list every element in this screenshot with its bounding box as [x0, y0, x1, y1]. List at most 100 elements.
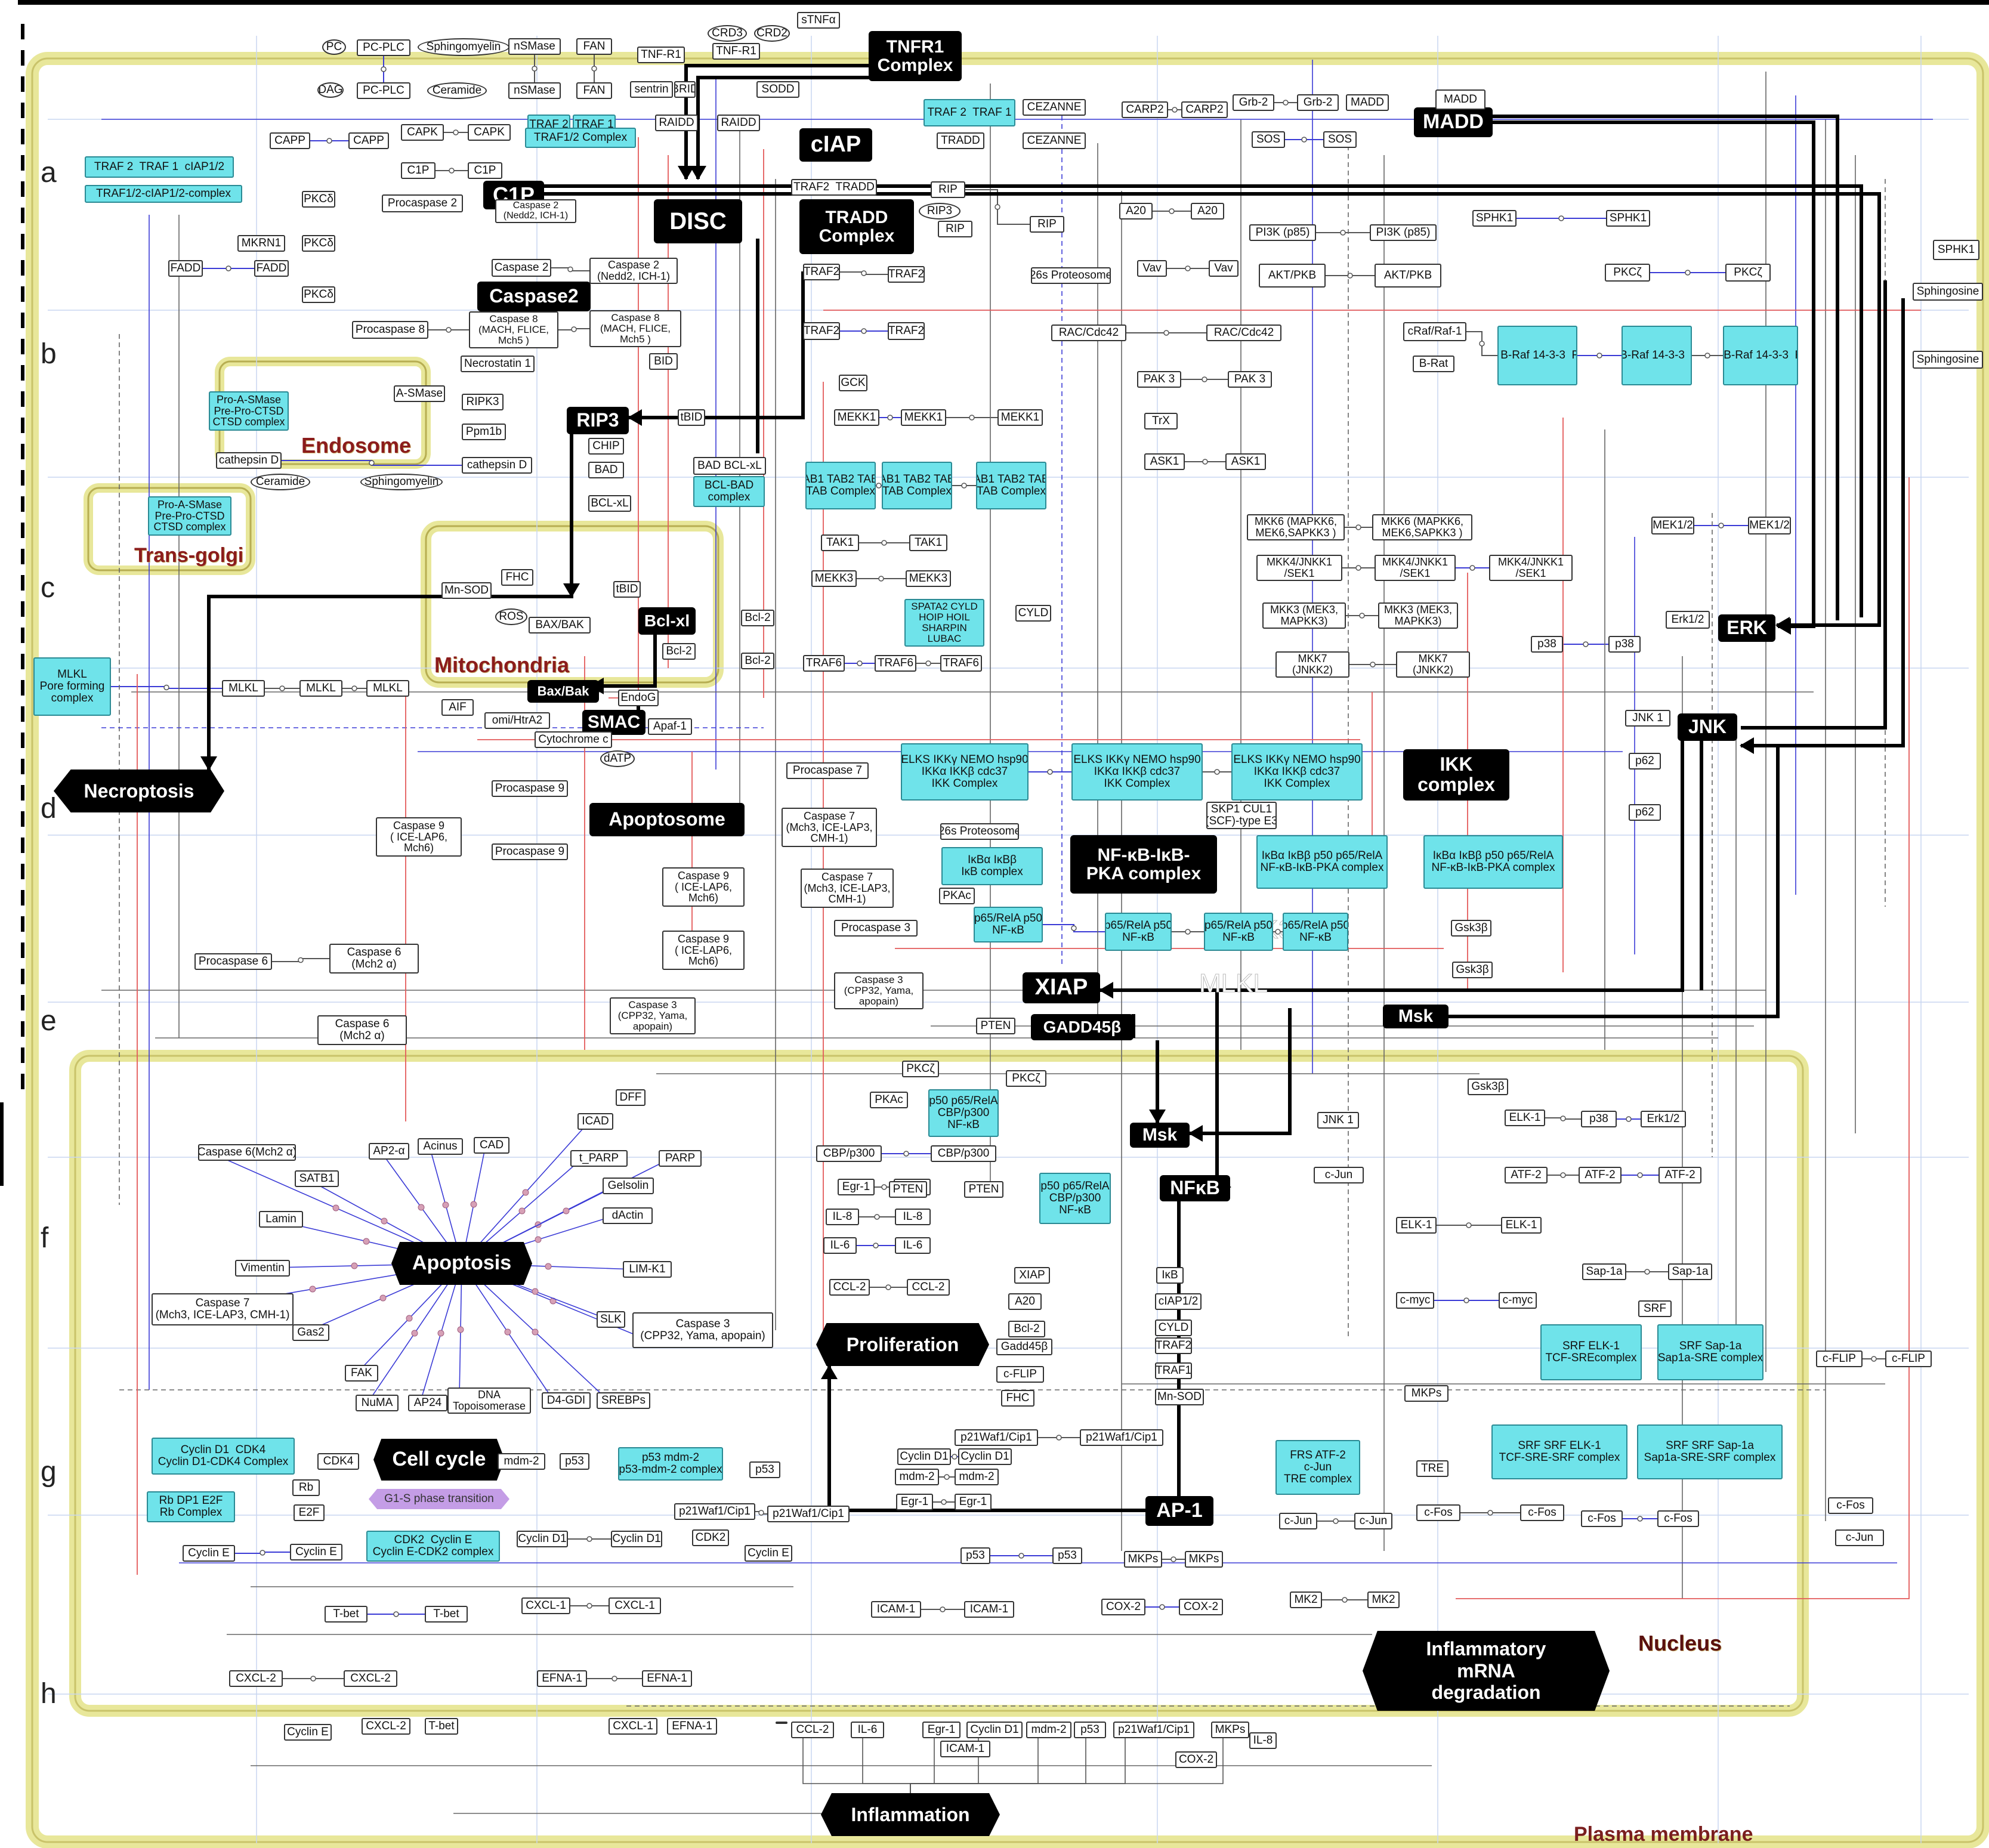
node-sphk1-1: SPHK1	[1472, 210, 1517, 227]
node-capk-1: CAPK	[401, 124, 444, 141]
reaction-node	[1464, 1298, 1469, 1303]
node-tak1-1: TAK1	[821, 534, 859, 551]
arrowhead	[200, 756, 217, 771]
arrowhead	[821, 1365, 838, 1379]
node-elk1-3: ELK-1	[1501, 1217, 1542, 1234]
node-mkk4-3: MKK4/JNKK1 /SEK1	[1489, 555, 1573, 581]
node-d4-gdi: D4-GDI	[542, 1392, 591, 1409]
node-p38-2: p38	[1608, 636, 1641, 653]
node-pkcd-1: PKCδ	[302, 191, 335, 208]
reaction-node	[1185, 929, 1190, 934]
reaction-node	[280, 686, 285, 691]
node-tre: TRE	[1416, 1460, 1448, 1477]
node-c-flip-3: c-FLIP	[1885, 1351, 1932, 1367]
reaction-node	[1164, 330, 1169, 335]
node-fhc-1: FHC	[501, 569, 533, 586]
node-mn-sod-1: Mn-SOD	[441, 582, 492, 599]
node-mdm2-2: mdm-2	[895, 1469, 939, 1485]
node-cyclin-d1-4: Cyclin D1	[958, 1448, 1012, 1465]
node-pten-3: PTEN	[964, 1181, 1003, 1198]
node-pc-plc-2: PC-PLC	[357, 82, 410, 99]
apoptosis-spoke-node	[380, 1295, 386, 1301]
node-mlkl-2: MLKL	[299, 680, 342, 697]
node-cxcl1-1: CXCL-1	[521, 1597, 570, 1614]
node-ccl2-1: CCL-2	[829, 1279, 870, 1296]
node-cathepsin-d-2: cathepsin D	[462, 457, 532, 474]
reaction-node	[381, 67, 386, 72]
apoptosis-spoke-node	[505, 1329, 511, 1335]
mitochondria-label: Mitochondria	[434, 653, 569, 678]
node-dag: DAG	[317, 82, 344, 98]
reaction-node	[1356, 565, 1361, 570]
node-traf12-complex-b: TRAF1/2 Complex	[525, 128, 636, 148]
node-asmase: A-SMase	[394, 385, 445, 402]
node-bcl-xl-1: BCL-xL	[588, 495, 631, 512]
cell-cycle-process: Cell cycle	[373, 1439, 505, 1481]
reaction-node	[759, 1510, 764, 1515]
node-traf1-c: TRAF1	[1155, 1362, 1192, 1379]
node-mkk4-1: MKK4/JNKK1 /SEK1	[1256, 555, 1342, 581]
row-letter-g: g	[41, 1455, 57, 1488]
node-mekk1-1: MEKK1	[834, 409, 879, 426]
node-cxcl1-2: CXCL-1	[609, 1597, 661, 1614]
node-caspase3-3: Caspase 3 (CPP32, Yama, apopain)	[632, 1312, 773, 1348]
caspase2-label: Caspase2	[477, 282, 591, 311]
reaction-node	[260, 1550, 265, 1555]
node-mlkl-3: MLKL	[366, 680, 409, 697]
node-p53-4: p53	[1052, 1547, 1082, 1564]
node-ccl2-2: CCL-2	[907, 1279, 950, 1296]
node-ripk3: RIPK3	[462, 394, 504, 410]
node-fan-2: FAN	[576, 82, 612, 99]
reaction-node	[888, 415, 892, 420]
node-dff: DFF	[616, 1089, 646, 1106]
node-jnk1-b: JNK 1	[1317, 1112, 1359, 1129]
node-cezanne-1: CEZANNE	[1023, 99, 1086, 116]
node-pten-2: PTEN	[889, 1181, 927, 1198]
node-pi3k-1: PI3K (p85)	[1249, 224, 1316, 241]
gadd45b-label: GADD45β	[1031, 1014, 1134, 1040]
node-mekk1-2: MEKK1	[901, 409, 946, 426]
node-ikk-complex-3: ELKS IKKγ NEMO hsp90 IKKα IKKβ cdc37 IKK…	[1231, 743, 1363, 801]
node-ros: ROS	[495, 608, 527, 625]
node-e2f: E2F	[294, 1504, 325, 1521]
node-pkac-2: PKAc	[870, 1092, 908, 1108]
node-parp: PARP	[659, 1150, 702, 1167]
node-mekk1-3: MEKK1	[997, 409, 1043, 426]
node-caspase7-1: Caspase 7 (Mch3, ICE-LAP3, CMH-1)	[782, 808, 877, 847]
node-il8-3: IL-8	[1249, 1732, 1277, 1749]
ikk-complex-label: IKK complex	[1403, 749, 1509, 801]
apoptosis-spoke-node	[381, 1218, 387, 1224]
node-nfkb-3: p65/RelA p50 NF-κB	[1204, 913, 1273, 951]
node-tcf-sre: SRF ELK-1 TCF-SREcomplex	[1540, 1324, 1642, 1380]
node-cdk4: CDK4	[317, 1453, 359, 1470]
node-bad-bcl: BAD BCL-xL	[693, 457, 766, 475]
node-caspase2-c: Caspase 2 (Nedd2, ICH-1)	[589, 258, 678, 284]
node-tnf-r1-b: TNF-R1	[712, 43, 760, 60]
node-c-myc-1: c-myc	[1396, 1292, 1434, 1309]
node-cyld-1: CYLD	[1015, 605, 1051, 622]
node-atf2-2: ATF-2	[1579, 1167, 1622, 1183]
reaction-node	[940, 1607, 945, 1612]
reaction-node	[164, 685, 169, 690]
node-a20-1: A20	[1119, 203, 1153, 220]
node-crd3: CRD3	[708, 25, 747, 42]
node-brat-1: B-Rat	[1413, 356, 1454, 372]
node-pkcd-2: PKCδ	[302, 235, 335, 252]
node-mek12-1: MEK1/2	[1651, 517, 1694, 534]
reaction-node	[857, 661, 862, 666]
node-tak1-2: TAK1	[909, 534, 947, 551]
node-traf2-2: TRAF2	[888, 266, 925, 283]
node-madd-small: MADD	[1346, 94, 1389, 111]
node-c-jun-3: c-Jun	[1354, 1513, 1392, 1529]
node-caspase3-2: Caspase 3 (CPP32, Yama, apopain)	[610, 997, 696, 1034]
reaction-node	[1342, 1597, 1347, 1602]
reaction-node	[1302, 137, 1307, 142]
node-egr1-1: Egr-1	[838, 1179, 875, 1195]
node-procaspase7: Procaspase 7	[786, 762, 869, 779]
node-rb: Rb	[292, 1479, 320, 1496]
node-a20-2: A20	[1191, 203, 1224, 220]
node-lamin: Lamin	[259, 1211, 303, 1228]
reaction-node	[1172, 107, 1177, 112]
node-procaspase9-2: Procaspase 9	[492, 843, 568, 860]
reaction-node	[449, 168, 454, 173]
